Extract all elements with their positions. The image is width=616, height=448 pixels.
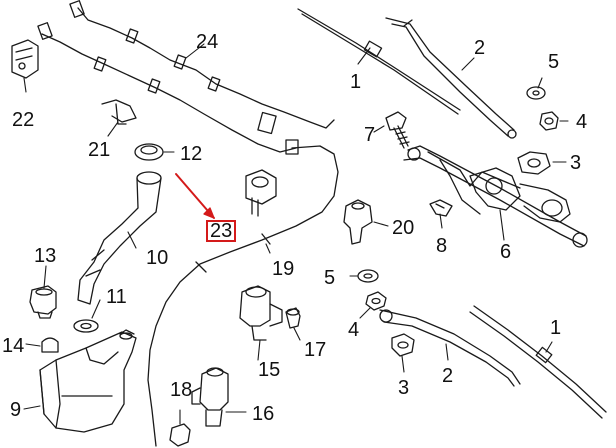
callout-9: 9: [10, 399, 22, 421]
reservoir-9: [39, 329, 137, 433]
washer-5-upper: [526, 86, 546, 100]
bracket-8: [429, 199, 453, 217]
callout-12: 12: [180, 143, 203, 165]
grommet-11: [73, 319, 99, 333]
harness-24: [37, 0, 335, 155]
wiper-rod-lower: [469, 305, 607, 419]
grommet-18: [169, 423, 191, 447]
nut-4-lower: [365, 291, 387, 311]
callout-4-lower: 4: [348, 319, 360, 341]
washer-5-lower: [357, 269, 379, 283]
callout-20: 20: [392, 217, 415, 239]
callout-11: 11: [106, 286, 127, 308]
callout-10: 10: [146, 247, 169, 269]
nut-4-upper: [539, 111, 559, 131]
callout-18: 18: [170, 379, 193, 401]
nozzle-20: [343, 199, 373, 245]
callout-7: 7: [364, 124, 376, 146]
pump-15: [239, 285, 283, 341]
callout-6: 6: [500, 241, 512, 263]
callout-1-lower: 1: [550, 317, 562, 339]
grommet-3-lower: [391, 333, 415, 357]
callout-5-upper: 5: [548, 51, 560, 73]
callout-22: 22: [12, 109, 35, 131]
pump-16: [191, 367, 229, 427]
callout-3-lower: 3: [398, 377, 410, 399]
hose-19: [147, 145, 339, 447]
bolt-7: [385, 111, 410, 149]
pump-23: [245, 169, 277, 217]
callout-17: 17: [304, 339, 327, 361]
leader-lines: [23, 43, 569, 425]
callout-2-lower: 2: [442, 365, 454, 387]
callout-14: 14: [2, 335, 25, 357]
highlight-arrow: [175, 173, 215, 219]
grommet-17: [285, 307, 301, 329]
callout-8: 8: [436, 235, 448, 257]
cap-12: [134, 143, 164, 161]
callout-21: 21: [88, 139, 111, 161]
callout-19: 19: [272, 258, 295, 280]
connector-13: [29, 285, 57, 319]
callout-13: 13: [34, 245, 57, 267]
callout-15: 15: [258, 359, 281, 381]
cap-14: [41, 337, 59, 353]
callout-16: 16: [252, 403, 275, 425]
callout-1-upper: 1: [350, 71, 362, 93]
callout-5-lower: 5: [324, 267, 336, 289]
callout-24: 24: [196, 31, 219, 53]
wiper-arm-lower: [379, 309, 521, 387]
connector-22: [11, 39, 39, 79]
grommet-3-upper: [517, 151, 551, 175]
callout-3-upper: 3: [570, 152, 582, 174]
clip-21: [101, 99, 137, 125]
wiper-linkage-6: [403, 145, 588, 248]
wiper-arm-upper: [385, 17, 517, 139]
callout-23-highlighted: 23: [206, 220, 237, 242]
callout-4-upper: 4: [576, 111, 588, 133]
wiper-rod-upper: [297, 8, 461, 115]
filler-neck-10: [77, 171, 162, 305]
callout-2-upper: 2: [474, 37, 486, 59]
